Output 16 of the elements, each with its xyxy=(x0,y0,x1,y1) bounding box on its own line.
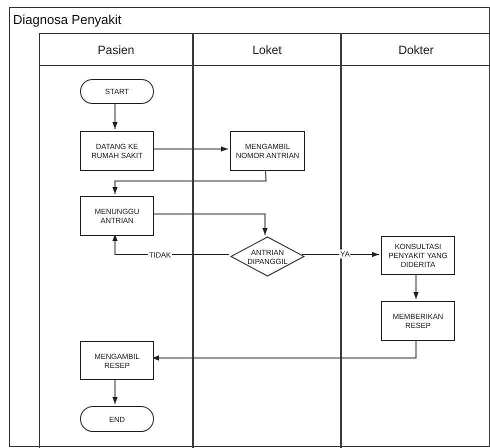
pool-title: Diagnosa Penyakit xyxy=(13,12,122,27)
swimlane xyxy=(39,33,193,448)
lane-title: Pasien xyxy=(98,42,134,56)
arrow xyxy=(152,214,268,236)
swimlane xyxy=(341,33,490,448)
lane-title: Loket xyxy=(252,42,282,56)
arrow xyxy=(413,272,419,300)
arrow xyxy=(152,338,416,361)
arrow xyxy=(112,378,118,404)
swimlane xyxy=(193,33,341,448)
arrow xyxy=(112,102,118,130)
arrow xyxy=(302,252,380,258)
lane-title: Dokter xyxy=(398,42,434,56)
arrow xyxy=(112,168,267,194)
pool-frame xyxy=(9,7,490,447)
arrow xyxy=(152,146,228,152)
